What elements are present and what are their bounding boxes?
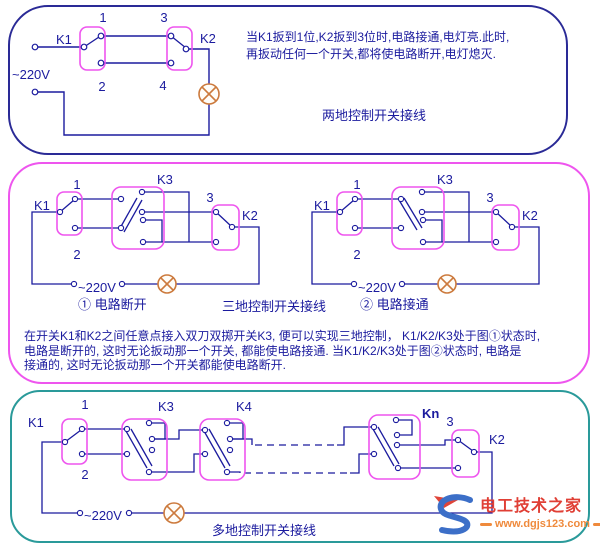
fig2-caption: ② 电路接通 <box>360 297 429 312</box>
two-way-note: 当K1扳到1位,K2扳到3位时,电路接通,电灯亮.此时, 再扳动任何一个开关,都… <box>246 29 509 63</box>
switch-boxes <box>61 414 480 481</box>
site-url: www.dgjs123.com <box>495 518 590 530</box>
label-k2: K2 <box>522 208 538 223</box>
fig1-caption: ① 电路断开 <box>78 297 147 312</box>
switch-k3-box <box>391 186 445 250</box>
watermark-text: 电工技术之家 www.dgjs123.com <box>480 498 600 530</box>
three-way-caption: 三地控制开关接线 <box>222 299 327 314</box>
three-way-circuit-diagram: K1 K3 K2 1 2 3 ~220V <box>31 172 540 295</box>
label-k2: K2 <box>242 208 258 223</box>
label-voltage: ~220V <box>78 280 116 295</box>
switch-k4-box <box>199 418 246 481</box>
switch-k2-box <box>166 26 193 71</box>
label-voltage: ~220V <box>84 508 122 523</box>
label-k3: K3 <box>158 399 174 414</box>
site-name: 电工技术之家 <box>480 498 583 515</box>
diagram-labels: K1 K2 1 2 3 4 ~220V <box>12 10 216 94</box>
label-k1: K1 <box>34 198 50 213</box>
switch-k2-box <box>451 429 480 478</box>
label-terminal-1: 1 <box>99 10 106 25</box>
description-line-2: 电路是断开的, 这时无论扳动那一个开关, 都能使电路接通. 当K1/K2/K3处… <box>24 343 522 358</box>
switch-k2-box <box>491 204 520 251</box>
switch-boxes <box>56 186 240 251</box>
label-k3: K3 <box>157 172 173 187</box>
two-way-circuit-diagram: K1 K2 1 2 3 4 ~220V <box>12 10 220 136</box>
decor-bar-left <box>480 522 492 526</box>
multi-way-circuit-diagram: K1 K3 K4 Kn K2 1 2 3 ~220V <box>28 397 505 524</box>
label-terminal-3: 3 <box>486 190 493 205</box>
switch-k3-box <box>111 186 165 250</box>
site-logo-icon <box>434 494 473 535</box>
two-way-caption: 两地控制开关接线 <box>322 108 427 123</box>
terminals <box>61 416 478 517</box>
terminals <box>336 188 516 288</box>
note-line-2: 再扳动任何一个开关,都将使电路断开,电灯熄灭. <box>246 47 497 61</box>
label-k3: K3 <box>437 172 453 187</box>
wires <box>35 35 210 136</box>
label-terminal-2: 2 <box>353 247 360 262</box>
switch-k2-box <box>211 204 240 251</box>
label-voltage: ~220V <box>358 280 396 295</box>
wires <box>31 191 260 285</box>
fig2-circuit: K1 K3 K2 1 2 3 ~220V <box>311 172 540 295</box>
label-k1: K1 <box>28 415 44 430</box>
terminals <box>56 188 236 288</box>
panel-three-way: K1 K3 K2 1 2 3 ~220V <box>8 162 590 384</box>
panel-multi-way: K1 K3 K4 Kn K2 1 2 3 ~220V 多地控制开关接线 电工技术… <box>10 390 600 543</box>
switch-k1-box <box>79 26 106 71</box>
switch-boxes <box>79 26 193 71</box>
description-line-3: 接通的, 这时无论扳动那一个开关都能使电路断开. <box>24 358 287 372</box>
label-terminal-1: 1 <box>81 397 88 412</box>
label-k2: K2 <box>200 31 216 46</box>
diagram-labels: K1 K3 K2 1 2 3 ~220V <box>314 172 538 295</box>
site-url-row: www.dgjs123.com <box>480 518 600 530</box>
switch-blades <box>64 426 474 469</box>
wires <box>311 191 540 285</box>
switch-k1-box <box>56 191 83 236</box>
label-terminal-4: 4 <box>159 78 166 93</box>
label-terminal-1: 1 <box>353 177 360 192</box>
label-terminal-2: 2 <box>98 79 105 94</box>
label-k1: K1 <box>314 198 330 213</box>
multi-way-caption: 多地控制开关接线 <box>212 523 317 538</box>
lamp-icon <box>437 274 457 294</box>
panel-two-way: K1 K2 1 2 3 4 ~220V 当K1扳到1位,K2扳到3位时,电路接通… <box>8 5 568 155</box>
label-k4: K4 <box>236 399 252 414</box>
lamp-icon <box>198 83 220 105</box>
wires <box>41 419 493 514</box>
note-line-1: 当K1扳到1位,K2扳到3位时,电路接通,电灯亮.此时, <box>246 30 510 44</box>
three-way-description: 在开关K1和K2之间任意点接入双刀双掷开关K3, 便可以实现三地控制， K1/K… <box>24 329 540 373</box>
fig1-circuit: K1 K3 K2 1 2 3 ~220V <box>31 172 260 295</box>
switch-blades <box>339 197 512 231</box>
diagram-labels: K1 K3 K2 1 2 3 ~220V <box>34 172 258 295</box>
switch-boxes <box>336 186 520 251</box>
label-k1: K1 <box>56 32 72 47</box>
decor-bar-right <box>592 522 600 526</box>
switch-k3-box <box>121 418 168 481</box>
switch-blades <box>59 197 232 233</box>
switch-k1-box <box>336 191 363 236</box>
label-terminal-2: 2 <box>81 467 88 482</box>
watermark: 电工技术之家 www.dgjs123.com <box>432 492 600 536</box>
lamp-icon <box>163 502 185 524</box>
label-terminal-2: 2 <box>73 247 80 262</box>
label-terminal-3: 3 <box>160 10 167 25</box>
lamp-icon <box>157 274 177 294</box>
label-kn: Kn <box>422 406 439 421</box>
label-terminal-3: 3 <box>446 414 453 429</box>
diagram-labels: K1 K3 K4 Kn K2 1 2 3 ~220V <box>28 397 505 523</box>
terminals <box>31 32 190 96</box>
description-line-1: 在开关K1和K2之间任意点接入双刀双掷开关K3, 便可以实现三地控制， K1/K… <box>24 329 541 343</box>
label-terminal-1: 1 <box>73 177 80 192</box>
label-voltage: ~220V <box>12 67 50 82</box>
label-k2: K2 <box>489 432 505 447</box>
switch-kn-box <box>368 414 421 480</box>
label-terminal-3: 3 <box>206 190 213 205</box>
